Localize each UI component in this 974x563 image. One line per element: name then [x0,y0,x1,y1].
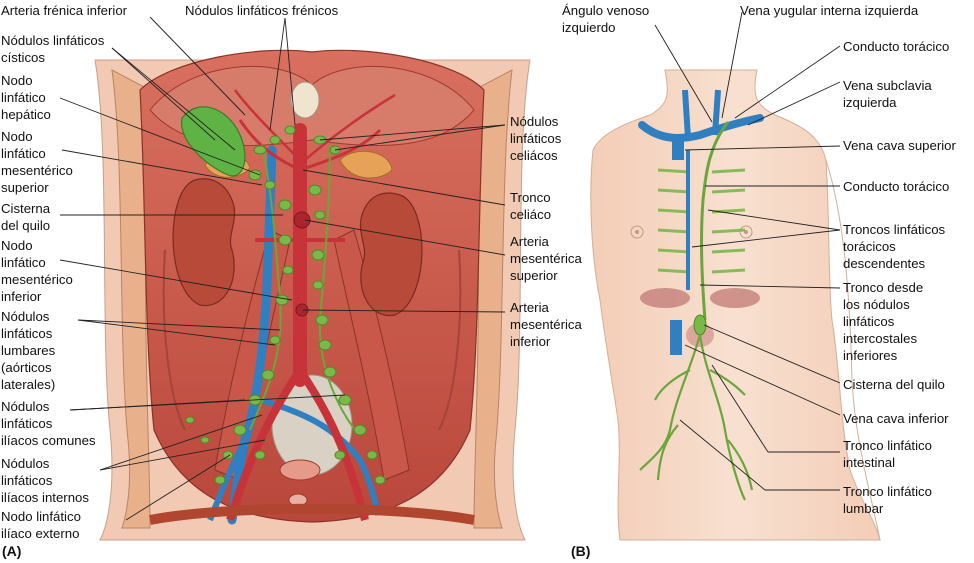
label-angulo-venoso: Ángulo venoso izquierdo [562,3,650,35]
label-nodo-mesenterico-inferior: Nodo linfático mesentérico inferior [1,238,73,304]
label-vena-cava-inferior: Vena cava inferior [843,411,949,426]
label-conducto-toracico-2: Conducto torácico [843,179,950,194]
rectum [279,459,321,481]
label-vena-yugular: Vena yugular interna izquierda [740,3,919,18]
label-conducto-toracico-1: Conducto torácico [843,39,950,54]
label-tronco-intestinal: Tronco linfático intestinal [843,438,932,470]
label-arteria-frenica-inferior: Arteria frénica inferior [1,3,128,18]
label-tronco-lumbar: Tronco linfático lumbar [843,484,932,516]
panel-b-tag: (B) [571,543,591,559]
label-nodulos-celiacos: Nódulos linfáticos celiácos [510,114,562,163]
esophagus [290,81,320,119]
label-nodo-iliaco-externo: Nodo linfático ilíaco externo [1,509,81,541]
label-cisterna-quilo-b: Cisterna del quilo [843,377,945,392]
label-nodo-hepatico: Nodo linfático hepático [1,73,51,122]
label-nodulos-iliacos-comunes: Nódulos linfáticos ilíacos comunes [1,399,96,448]
kidney-right [359,192,423,317]
label-troncos-toracicos: Troncos linfáticos torácicos descendente… [843,222,946,271]
intercostal-trunks [657,168,746,274]
nipple-left [630,225,644,239]
nipple-right [739,225,753,239]
leader-lines-b [654,11,841,491]
label-nodulos-frenicos: Nódulos linfáticos frénicos [185,3,339,18]
label-arteria-mesenterica-inferior: Arteria mesentérica inferior [510,300,582,349]
internal-jugular-vein [682,89,691,139]
label-tronco-celiaco: Tronco celiáco [510,190,552,222]
abdominal-wall-left [111,69,151,529]
label-cisterna-quilo-a: Cisterna del quilo [1,201,51,233]
label-vena-subclavia: Vena subclavia izquierda [843,78,932,110]
abdominal-wall-right [473,69,513,529]
label-nodo-mesenterico-superior: Nodo linfático mesentérico superior [1,129,73,195]
label-vena-cava-superior: Vena cava superior [843,138,956,153]
label-nodulos-iliacos-internos: Nódulos linfáticos ilíacos internos [1,456,89,505]
lymph-nodes-a [185,125,386,485]
kidney-left [172,178,236,307]
left-subclavian-vein [638,114,764,142]
adrenal-right [339,150,393,179]
label-nodulos-lumbares: Nódulos linfáticos lumbares (aórticos la… [1,309,56,392]
label-nodulos-cisticos: Nódulos linfáticos císticos [1,33,105,65]
panel-a-abdomen [59,16,531,541]
leader-lines-a [59,16,506,521]
panel-b-torso [590,11,881,541]
label-arteria-mesenterica-superior: Arteria mesentérica superior [510,234,582,283]
panel-a-tag: (A) [2,543,22,559]
label-tronco-intercostales: Tronco desde los nódulos linfáticos inte… [843,280,924,363]
